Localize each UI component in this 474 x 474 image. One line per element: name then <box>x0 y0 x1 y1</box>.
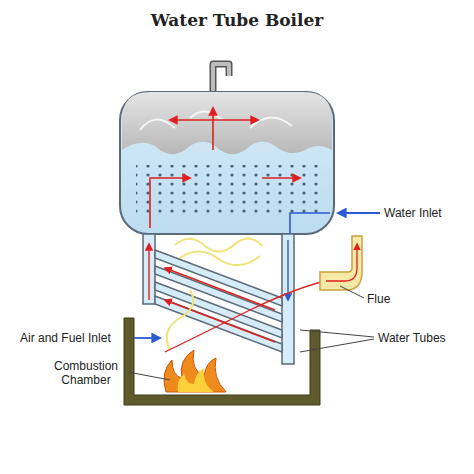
part-label: Flue <box>367 292 427 306</box>
part-label: Combustion Chamber <box>46 359 126 387</box>
diagram-title: Water Tube Boiler <box>0 10 474 30</box>
part-label: Water Tubes <box>378 331 468 345</box>
part-label: Water Inlet <box>384 206 470 220</box>
part-label: Air and Fuel Inlet <box>20 331 132 345</box>
